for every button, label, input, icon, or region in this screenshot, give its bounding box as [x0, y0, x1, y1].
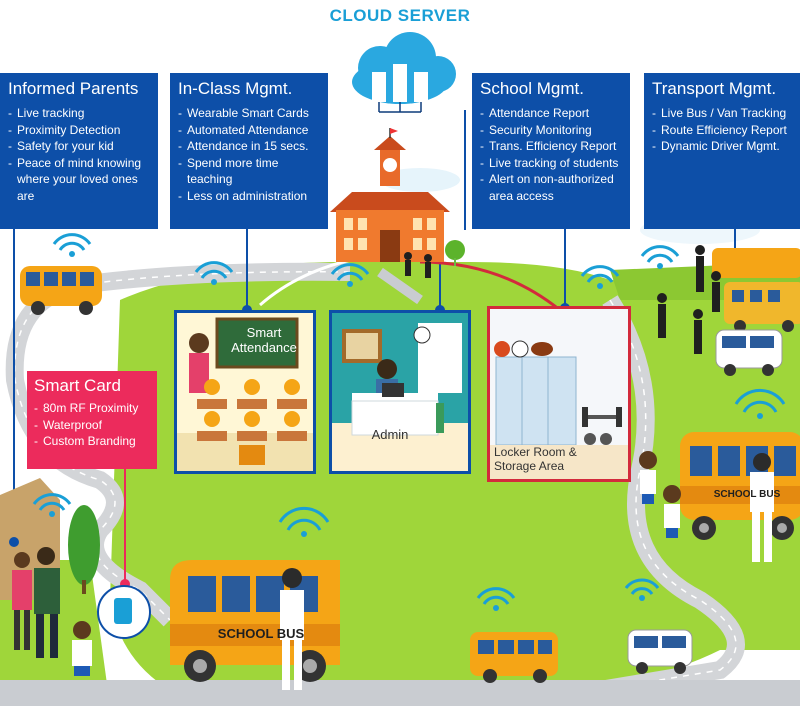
list-item: Attendance Report — [480, 105, 622, 122]
card-heading: Informed Parents — [8, 79, 139, 98]
list-item: Security Monitoring — [480, 122, 622, 139]
tile-label-locker: Locker Room & Storage Area — [494, 445, 577, 473]
wifi-icons — [32, 233, 786, 605]
bottom-van-icon — [627, 629, 693, 674]
bottom-bus-icon — [470, 632, 558, 683]
locker-illustration — [490, 309, 628, 479]
card-in-class-mgmt: In-Class Mgmt. Wearable Smart Cards Auto… — [170, 73, 328, 229]
list-item: 80m RF Proximity — [34, 400, 150, 417]
card-heading: Smart Card — [34, 376, 121, 395]
bus-label-right: SCHOOL BUS — [713, 489, 781, 500]
van-icon — [715, 329, 783, 376]
list-item: Automated Attendance — [178, 122, 320, 139]
tile-admin: Admin — [329, 310, 471, 474]
main-school-bus-icon — [170, 560, 340, 682]
tile-label-admin: Admin — [371, 427, 409, 442]
list-item: Dynamic Driver Mgmt. — [652, 138, 792, 155]
list-item: Route Efficiency Report — [652, 122, 792, 139]
list-item: Spend more time teaching — [178, 155, 320, 188]
card-school-mgmt: School Mgmt. Attendance Report Security … — [472, 73, 630, 229]
tile-label-attendance: Smart Attendance — [231, 325, 297, 355]
list-item: Peace of mind knowing where your loved o… — [8, 155, 150, 205]
cloud-server-title: CLOUD SERVER — [329, 6, 471, 25]
card-heading: In-Class Mgmt. — [178, 79, 293, 98]
card-smart-card: Smart Card 80m RF Proximity Waterproof C… — [27, 371, 157, 469]
list-item: Trans. Efficiency Report — [480, 138, 622, 155]
card-heading: School Mgmt. — [480, 79, 584, 98]
list-item: Proximity Detection — [8, 122, 150, 139]
people-icons — [12, 245, 774, 690]
school-building-icon — [330, 128, 465, 266]
list-item: Alert on non-authorized area access — [480, 171, 622, 204]
classroom-illustration — [177, 317, 313, 471]
card-heading: Transport Mgmt. — [652, 79, 777, 98]
small-bus-icon — [20, 266, 102, 315]
card-transport-mgmt: Transport Mgmt. Live Bus / Van Tracking … — [644, 73, 800, 229]
cloud-server-icon — [352, 32, 456, 113]
parked-buses-icon — [712, 248, 800, 332]
list-item: Safety for your kid — [8, 138, 150, 155]
list-item: Live tracking of students — [480, 155, 622, 172]
list-item: Attendance in 15 secs. — [178, 138, 320, 155]
tree-icon — [68, 505, 100, 594]
admin-illustration — [332, 323, 468, 471]
list-item: Waterproof — [34, 417, 150, 434]
list-item: Live Bus / Van Tracking — [652, 105, 792, 122]
card-informed-parents: Informed Parents Live tracking Proximity… — [0, 73, 158, 229]
list-item: Less on administration — [178, 188, 320, 205]
tile-locker-room: Locker Room & Storage Area — [487, 306, 631, 482]
list-item: Wearable Smart Cards — [178, 105, 320, 122]
list-item: Custom Branding — [34, 433, 150, 450]
list-item: Live tracking — [8, 105, 150, 122]
tile-smart-attendance: Smart Attendance — [174, 310, 316, 474]
bus-label-main: SCHOOL BUS — [217, 626, 305, 641]
